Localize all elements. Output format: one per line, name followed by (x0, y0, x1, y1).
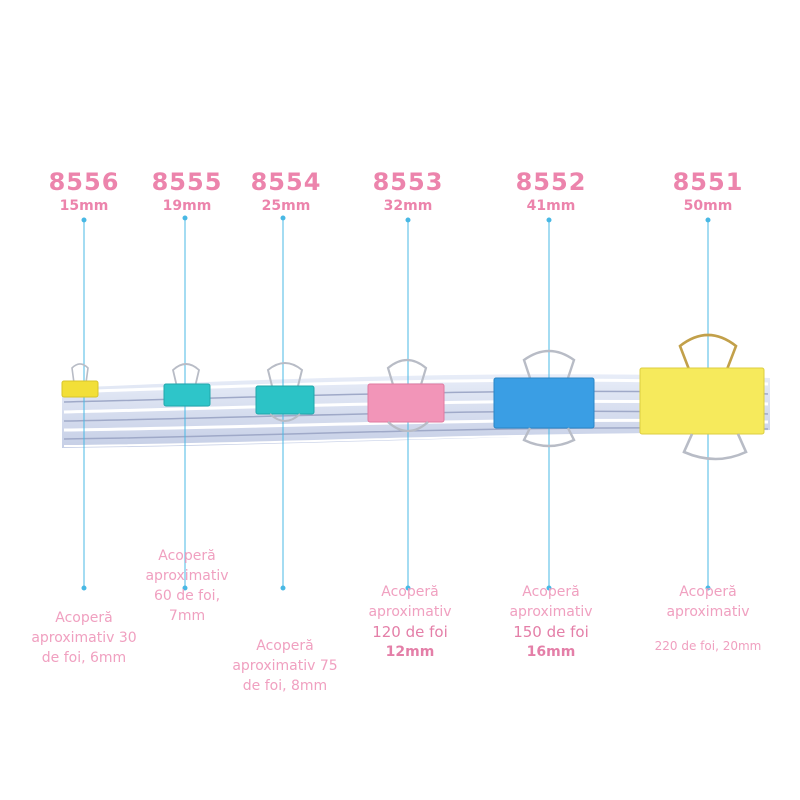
description-line: 120 de foi (372, 623, 448, 641)
description-line: Acoperă (679, 584, 737, 600)
description-line: Acoperă (522, 584, 580, 600)
leader-dot (705, 585, 711, 591)
clip-width-8553: 32mm (383, 198, 433, 214)
leader-dot (280, 585, 286, 591)
clip-code-8556: 8556 (48, 168, 120, 196)
clip-width-8552: 41mm (526, 198, 576, 214)
clip-code-8553: 8553 (372, 168, 444, 196)
clip-description-8555: Acoperă aproximativ 60 de foi, 7mm (112, 546, 262, 626)
leader-dot (81, 585, 87, 591)
clip-code-8551: 8551 (672, 168, 744, 196)
description-line: Acoperă (55, 610, 113, 626)
description-line: de foi, 6mm (41, 650, 127, 666)
clip-width-8554: 25mm (261, 198, 311, 214)
leader-dot (546, 217, 552, 223)
clip-description-8553: Acoperă aproximativ 120 de foi 12mm (335, 582, 485, 662)
leader-dot (705, 217, 711, 223)
clip-8553 (367, 358, 445, 433)
clip-body-8553 (367, 383, 445, 423)
description-line: 60 de foi, (153, 588, 221, 604)
clip-body-8554 (255, 385, 315, 415)
leader-dot (182, 585, 188, 591)
leader-dot (546, 585, 552, 591)
description-line: Acoperă (256, 638, 314, 654)
description-line: de foi, 8mm (242, 678, 328, 694)
clip-8551 (639, 333, 765, 461)
description-line: aproximativ (368, 604, 452, 620)
clip-description-8556: Acoperă aproximativ 30 de foi, 6mm (9, 608, 159, 668)
clip-body-8555 (163, 383, 211, 407)
description-line: aproximativ 30 (31, 630, 137, 646)
description-line: 16mm (526, 644, 576, 660)
clip-width-8551: 50mm (683, 198, 733, 214)
clip-description-8552: Acoperă aproximativ 150 de foi 16mm (476, 582, 626, 662)
description-line: aproximativ 75 (232, 658, 338, 674)
leader-dot (280, 215, 286, 221)
leader-dot (81, 217, 87, 223)
description-line: 220 de foi, 20mm (654, 639, 762, 653)
description-line: Acoperă (158, 548, 216, 564)
clip-code-8552: 8552 (515, 168, 587, 196)
clip-description-8554: Acoperă aproximativ 75 de foi, 8mm (210, 636, 360, 696)
clip-description-8551: Acoperă aproximativ 220 de foi, 20mm (633, 582, 783, 656)
description-line: 12mm (385, 644, 435, 660)
clip-8556 (61, 363, 99, 398)
leader-dot (405, 585, 411, 591)
description-line: 150 de foi (513, 623, 589, 641)
clip-8555 (163, 363, 211, 407)
clip-8552 (493, 349, 595, 448)
description-line: aproximativ (509, 604, 593, 620)
clip-body-8556 (61, 380, 99, 398)
clip-body-8552 (493, 377, 595, 429)
description-line: aproximativ (666, 604, 750, 620)
clip-width-8556: 15mm (59, 198, 109, 214)
clip-code-8554: 8554 (250, 168, 322, 196)
description-line: aproximativ (145, 568, 229, 584)
leader-dot (182, 215, 188, 221)
clip-body-8551 (639, 367, 765, 435)
description-line: 7mm (168, 608, 206, 624)
clip-width-8555: 19mm (162, 198, 212, 214)
description-line: Acoperă (381, 584, 439, 600)
leader-dot (405, 217, 411, 223)
clip-code-8555: 8555 (151, 168, 223, 196)
clip-8554 (255, 362, 315, 422)
